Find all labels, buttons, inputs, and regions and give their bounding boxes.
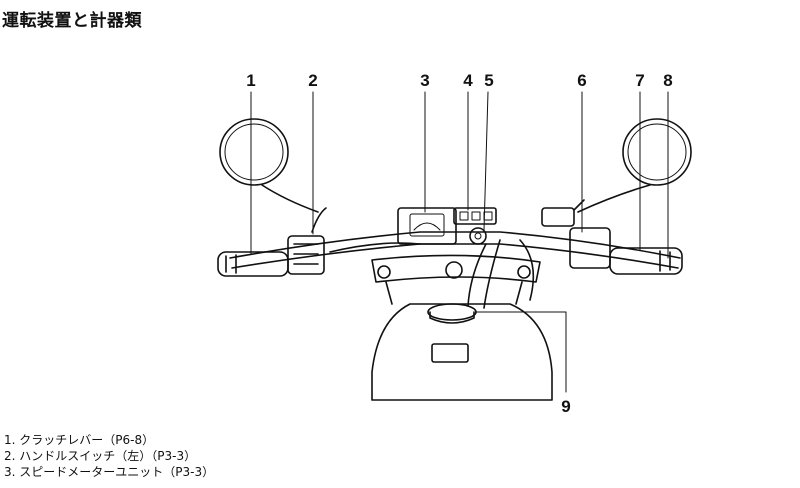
fuel-tank (371, 303, 553, 401)
right-switch (569, 227, 611, 269)
right-mirror (622, 118, 692, 186)
callout-9: 9 (561, 397, 570, 416)
callout-8: 8 (663, 71, 672, 90)
callout-4: 4 (463, 71, 473, 90)
page-title: 運転装置と計器類 (2, 11, 142, 31)
callout-7: 7 (635, 71, 644, 90)
left-mirror (219, 118, 289, 186)
speedometer-unit (397, 207, 457, 245)
right-mirror-stem (577, 184, 651, 213)
callout-2: 2 (308, 71, 317, 90)
legend-item: 2. ハンドルスイッチ（左）（P3-3） (4, 449, 197, 463)
indicator-lights (453, 207, 497, 225)
legend-list: 1. クラッチレバー（P6-8） 2. ハンドルスイッチ（左）（P3-3） 3.… (4, 432, 214, 480)
left-switch (287, 235, 325, 275)
triple-clamp (371, 254, 541, 283)
tank-emblem (431, 343, 469, 363)
fuel-cap (427, 303, 477, 321)
legend-item: 1. クラッチレバー（P6-8） (4, 433, 155, 447)
callout-3: 3 (420, 71, 429, 90)
main-switch (469, 227, 487, 245)
brake-reservoir (541, 207, 575, 227)
cables (467, 239, 535, 309)
clutch-lever (311, 207, 327, 233)
callout-1: 1 (246, 71, 255, 90)
legend-item: 3. スピードメーターユニット（P3-3） (4, 465, 215, 479)
left-mirror-stem (261, 184, 319, 213)
callout-6: 6 (577, 71, 586, 90)
callout-5: 5 (484, 71, 493, 90)
